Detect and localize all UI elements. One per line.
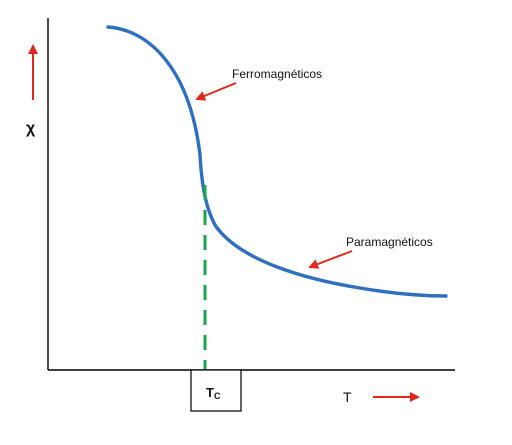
tc-box — [190, 369, 242, 412]
ferromagnetic-annotation: Ferromagnéticos — [232, 67, 322, 81]
tc-label: TC — [206, 385, 221, 401]
y-axis-label: χ — [26, 120, 36, 137]
x-axis-label: T — [343, 389, 352, 405]
paramagnetic-arrow-icon — [308, 250, 353, 269]
ferromagnetic-arrow-icon — [195, 82, 237, 101]
paramagnetic-annotation: Paramagnéticos — [346, 235, 433, 249]
susceptibility-curve — [106, 25, 448, 298]
